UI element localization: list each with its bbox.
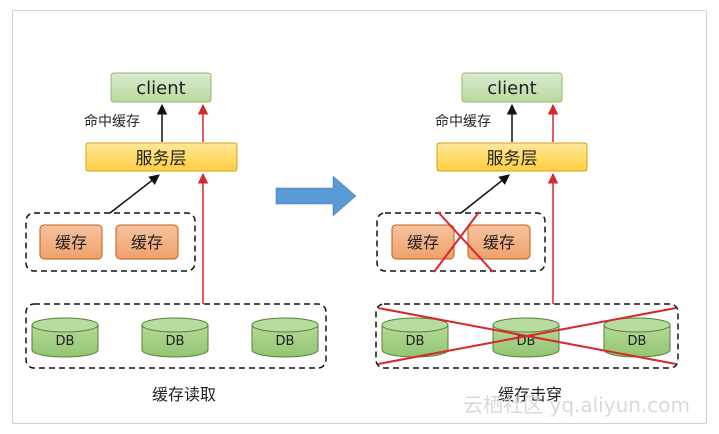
left-service-label: 服务层: [136, 149, 187, 169]
left-arrow-cache-to-service: [109, 174, 160, 214]
right-cache-cross-2: [433, 211, 480, 273]
left-caption: 缓存读取: [152, 385, 216, 404]
right-cache-box-1: 缓存: [391, 224, 455, 260]
right-db-label-3: DB: [628, 334, 647, 349]
left-client-box: client: [110, 72, 212, 103]
right-db-label-1: DB: [406, 334, 425, 349]
right-hit-cache-label: 命中缓存: [435, 113, 491, 130]
right-db-cross-2: [377, 307, 677, 365]
transition-arrow: [275, 175, 357, 217]
left-db-2: DB: [141, 317, 209, 358]
right-panel: client 命中缓存 服务层 缓存 缓存 DB: [375, 72, 679, 404]
left-hit-cache-label: 命中缓存: [84, 113, 140, 130]
left-cache-box-1: 缓存: [39, 224, 103, 260]
left-cache-label-2: 缓存: [131, 233, 163, 252]
right-db-2: DB: [492, 317, 560, 358]
left-db-3: DB: [251, 317, 319, 358]
left-db-label-2: DB: [166, 334, 185, 349]
right-client-label: client: [487, 78, 536, 99]
right-cache-label-2: 缓存: [483, 233, 515, 252]
watermark-text: 云栖社区 yq.aliyun.com: [463, 393, 690, 417]
right-cache-box-2: 缓存: [467, 224, 531, 260]
left-cache-box-2: 缓存: [115, 224, 179, 260]
left-db-group: [25, 303, 327, 369]
left-panel: client 命中缓存 服务层 缓存 缓存: [25, 72, 327, 404]
right-arrow-cache-to-service: [460, 174, 510, 214]
right-cache-cross-1: [437, 211, 494, 273]
right-cache-label-1: 缓存: [407, 233, 439, 252]
left-cache-label-1: 缓存: [55, 233, 87, 252]
left-db-label-3: DB: [276, 334, 295, 349]
right-caption: 缓存击穿: [498, 385, 562, 404]
right-db-group: [375, 303, 679, 369]
left-client-label: client: [136, 78, 185, 99]
left-db-1: DB: [31, 317, 99, 358]
right-service-label: 服务层: [487, 149, 538, 169]
left-service-box: 服务层: [85, 142, 238, 172]
right-db-1: DB: [381, 317, 449, 358]
right-db-3: DB: [603, 317, 671, 358]
right-client-box: client: [461, 72, 563, 103]
left-db-label-1: DB: [56, 334, 75, 349]
right-service-box: 服务层: [436, 142, 588, 172]
